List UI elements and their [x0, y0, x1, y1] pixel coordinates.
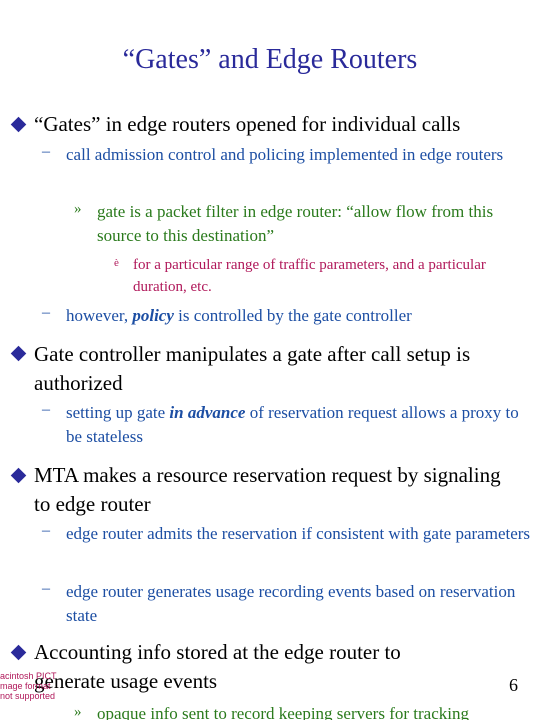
sub-1b-post: is controlled by the gate controller: [173, 306, 412, 325]
sub-1b-pre: however,: [66, 306, 133, 325]
bullet-diamond-icon: [10, 644, 27, 661]
check-marker: è: [114, 257, 119, 269]
sub-1a-arrow-text: gate is a packet filter in edge router: …: [97, 202, 494, 245]
sub-3a-text: edge router admits the reservation if co…: [66, 524, 531, 543]
sub-3b-text: edge router generates usage recording ev…: [66, 582, 516, 625]
dash-marker: –: [42, 304, 50, 321]
pict-placeholder-line: mage format: [0, 681, 51, 691]
pict-placeholder-line: not supported: [0, 691, 56, 701]
sub-2a-pre: setting up gate: [66, 403, 170, 422]
dash-marker: –: [42, 580, 50, 597]
bullet-2-text: Gate controller manipulates a gate after…: [34, 342, 471, 395]
slide-title: “Gates” and Edge Routers: [122, 44, 418, 75]
bullet-3-text: MTA makes a resource reservation request…: [34, 463, 501, 516]
bullet-diamond-icon: [10, 116, 27, 133]
dash-marker: –: [42, 143, 50, 160]
sub-4a-arrow-text: opaque info sent to record keeping serve…: [97, 704, 469, 720]
bullet-diamond-icon: [10, 467, 27, 484]
bullet-diamond-icon: [10, 345, 27, 362]
dash-marker: –: [42, 522, 50, 539]
sub-1a-check-text: for a particular range of traffic parame…: [133, 257, 486, 295]
sub-1b-emphasis: policy: [132, 306, 174, 325]
page-number: 6: [509, 675, 518, 695]
bullet-1-text: “Gates” in edge routers opened for indiv…: [34, 112, 461, 136]
bullet-4-text: Accounting info stored at the edge route…: [34, 640, 401, 693]
pict-placeholder-line: acintosh PICT: [0, 671, 57, 681]
pict-placeholder: acintosh PICT mage format not supported: [0, 671, 70, 701]
arrow-marker: »: [74, 201, 82, 217]
arrow-marker: »: [74, 704, 82, 720]
sub-2a-text: setting up gate in advance of reservatio…: [66, 401, 536, 449]
dash-marker: –: [42, 401, 50, 418]
sub-1b-text: however, policy is controlled by the gat…: [66, 304, 536, 328]
sub-1a-text: call admission control and policing impl…: [66, 145, 504, 164]
sub-2a-post: of reservation request allows a proxy to…: [66, 403, 519, 446]
sub-2a-emphasis: in advance: [169, 403, 246, 422]
